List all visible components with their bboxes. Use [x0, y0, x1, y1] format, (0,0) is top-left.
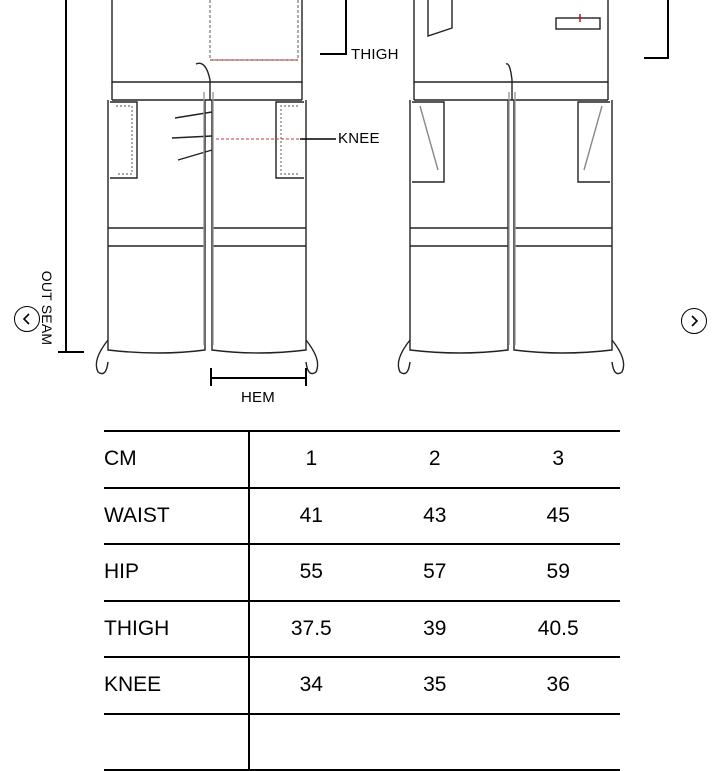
table-cell: 35	[373, 657, 497, 715]
table-row: KNEE 34 35 36	[104, 657, 620, 715]
table-cell: 55	[248, 544, 374, 602]
table-header-row: CM 1 2 3	[104, 430, 620, 489]
table-cell: 57	[373, 544, 497, 602]
table-cell: 37.5	[248, 600, 374, 658]
table-cell	[373, 713, 497, 771]
chevron-left-icon	[22, 313, 30, 325]
table-row: THIGH 37.5 39 40.5	[104, 600, 620, 658]
next-image-button[interactable]	[681, 308, 707, 334]
table-cell: 1	[248, 430, 374, 489]
knee-label: KNEE	[338, 130, 380, 147]
table-cell: 36	[496, 657, 620, 715]
table-cell: 39	[373, 600, 497, 658]
table-cell: CM	[104, 430, 250, 489]
table-cell	[496, 713, 620, 771]
table-row	[104, 713, 620, 771]
front-view-drawing	[95, 0, 319, 375]
table-cell	[248, 713, 374, 771]
table-cell: 45	[496, 487, 620, 545]
previous-image-button[interactable]	[14, 306, 40, 332]
table-cell: 43	[373, 487, 497, 545]
measurement-lines	[58, 0, 669, 386]
chevron-right-icon	[691, 315, 699, 327]
table-row: WAIST 41 43 45	[104, 487, 620, 545]
pants-tech-drawing	[58, 0, 669, 386]
table-cell	[104, 713, 250, 771]
table-cell: WAIST	[104, 487, 250, 545]
table-cell: 34	[248, 657, 374, 715]
table-cell: 41	[248, 487, 374, 545]
thigh-label: THIGH	[351, 46, 399, 63]
table-cell: 40.5	[496, 600, 620, 658]
table-cell: 2	[373, 430, 497, 489]
back-view-drawing	[397, 0, 625, 375]
table-cell: 3	[496, 430, 620, 489]
table-cell: HIP	[104, 544, 250, 602]
hem-label: HEM	[241, 389, 275, 406]
table-cell: 59	[496, 544, 620, 602]
table-cell: KNEE	[104, 657, 250, 715]
size-chart-table: CM 1 2 3 WAIST 41 43 45 HIP 55 57 59 THI…	[104, 430, 620, 771]
out-seam-label: OUT SEAM	[39, 270, 55, 346]
table-cell: THIGH	[104, 600, 250, 658]
table-row: HIP 55 57 59	[104, 544, 620, 602]
